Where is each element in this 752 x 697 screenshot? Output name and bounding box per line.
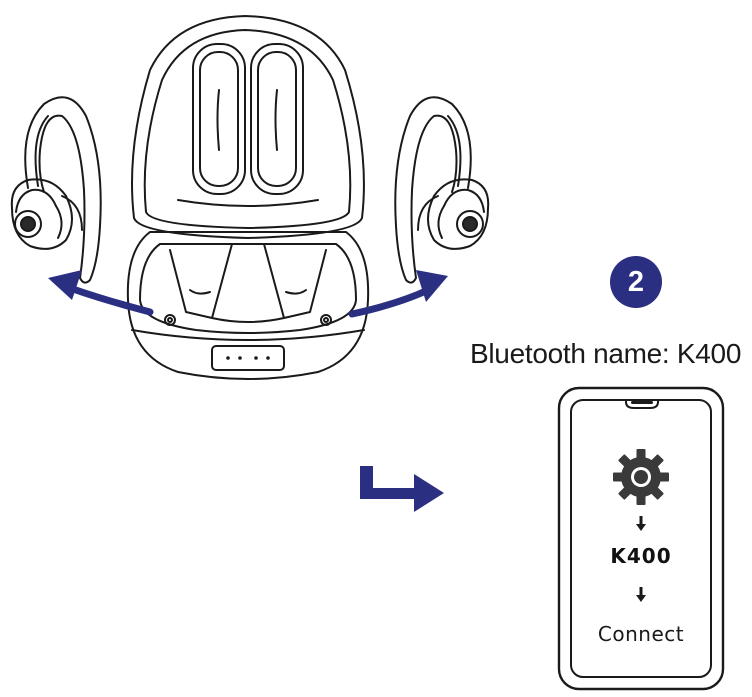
gear-icon — [613, 449, 669, 505]
charging-case — [126, 15, 370, 380]
phone-outline — [557, 386, 725, 691]
corner-arrow-right-icon — [360, 466, 444, 512]
curved-arrow-left — [48, 270, 154, 316]
device-name[interactable]: K400 — [610, 544, 672, 568]
left-earbud — [10, 96, 102, 284]
arrow-down-icon — [636, 516, 646, 531]
bluetooth-name-label: Bluetooth name: K400 — [470, 338, 742, 369]
curved-arrow-right — [348, 270, 448, 318]
indicator-lights — [226, 356, 270, 360]
connect-button[interactable]: Connect — [597, 622, 685, 646]
step-number-badge: 2 — [610, 256, 662, 308]
right-earbud — [394, 96, 490, 284]
arrow-down-icon — [636, 587, 646, 602]
